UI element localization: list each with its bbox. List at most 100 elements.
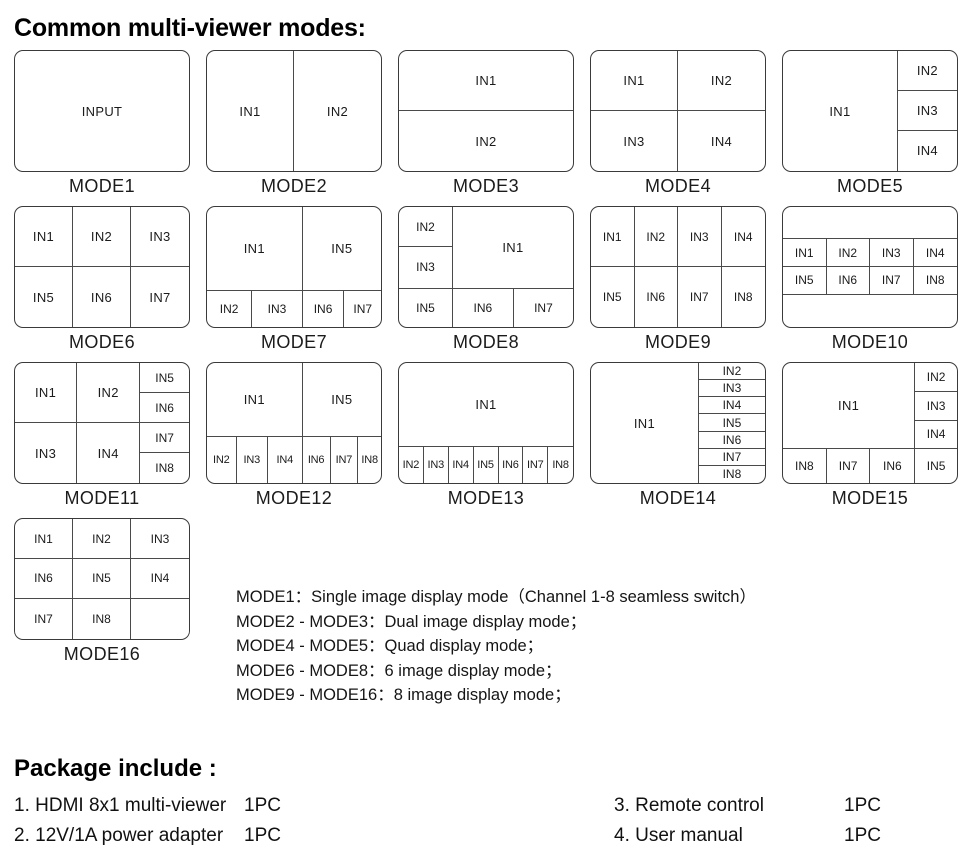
mode-cell-mode9: IN1 IN2 IN3 IN4 IN5 IN6 IN7 IN8 MODE9 [590, 206, 766, 353]
pane-in6: IN6 [73, 267, 131, 327]
pane-in3: IN3 [252, 291, 303, 327]
pane-letterbox-bottom [783, 295, 957, 327]
pane-in5: IN5 [698, 414, 765, 432]
mode11-diagram: IN1 IN2 IN3 IN4 IN5 IN6 IN7 IN8 [14, 362, 190, 484]
pane-in4: IN4 [449, 447, 474, 483]
mode-cell-mode1: INPUT MODE1 [14, 50, 190, 197]
mode3-diagram: IN1 IN2 [398, 50, 574, 172]
mode6-diagram: IN1 IN2 IN3 IN5 IN6 IN7 [14, 206, 190, 328]
pane-in5: IN5 [331, 392, 353, 408]
pane-input: INPUT [81, 103, 123, 119]
pane-in6: IN6 [140, 393, 189, 423]
pane-in2: IN2 [897, 51, 957, 91]
mode10-label: MODE10 [831, 332, 909, 352]
package-item-name: 4. User manual [614, 825, 743, 846]
pane-in2: IN2 [399, 447, 424, 483]
pane-in3: IN3 [15, 423, 78, 483]
mode-cell-mode11: IN1 IN2 IN3 IN4 IN5 IN6 IN7 IN8 MODE11 [14, 362, 190, 509]
package-column-right: 3. Remote control 1PC 4. User manual 1PC [614, 791, 924, 851]
pane-in3: IN3 [915, 392, 957, 421]
pane-in6: IN6 [635, 267, 678, 327]
pane-in1: IN1 [207, 363, 303, 437]
description-line-3: MODE4 - MODE5：Quad display mode； [236, 637, 544, 655]
package-item-qty: 1PC [844, 825, 881, 846]
pane-in8: IN8 [155, 461, 174, 475]
pane-in8: IN8 [361, 454, 378, 467]
pane-in7: IN7 [870, 266, 914, 294]
pane-in1: IN1 [399, 363, 573, 447]
pane-in7: IN7 [15, 598, 73, 639]
mode8-label: MODE8 [452, 332, 519, 352]
pane-in6: IN6 [15, 559, 73, 598]
mode3-label: MODE3 [452, 176, 519, 196]
mode-cell-mode12: IN1 IN5 IN2 IN3 IN4 IN6 IN7 IN8 MODE12 [206, 362, 382, 509]
pane-in4: IN4 [710, 133, 733, 149]
pane-in4: IN4 [698, 397, 765, 415]
mode-cell-mode13: IN1 IN2 IN3 IN4 IN5 IN6 IN7 IN8 MODE13 [398, 362, 574, 509]
pane-in3: IN3 [698, 380, 765, 398]
mode9-diagram: IN1 IN2 IN3 IN4 IN5 IN6 IN7 IN8 [590, 206, 766, 328]
package-item: 3. Remote control 1PC [614, 791, 924, 821]
pane-in1: IN1 [15, 519, 73, 558]
package-item: 4. User manual 1PC [614, 821, 924, 851]
package-table: 1. HDMI 8x1 multi-viewer 1PC 2. 12V/1A p… [0, 783, 969, 851]
package-item: 2. 12V/1A power adapter 1PC [14, 821, 614, 851]
mode-descriptions: MODE1：Single image display mode（Channel … [236, 585, 936, 708]
pane-in3: IN3 [416, 260, 435, 275]
pane-in6: IN6 [827, 266, 870, 294]
pane-in4: IN4 [97, 445, 119, 461]
pane-in4: IN4 [916, 143, 938, 159]
pane-in8: IN8 [783, 449, 827, 483]
mode-row-4: IN1 IN2 IN3 IN6 IN5 IN4 IN7 IN8 MODE16 [0, 518, 969, 665]
mode-cell-mode8: IN2 IN3 IN1 IN5 IN6 IN7 MODE8 [398, 206, 574, 353]
pane-in4: IN4 [150, 571, 170, 586]
modes-diagram-area: INPUT MODE1 IN1 IN2 MODE2 IN1 IN2 MODE3 … [0, 43, 969, 665]
pane-in2: IN2 [915, 363, 957, 392]
mode15-diagram: IN1 IN8 IN7 IN6 IN2 IN3 IN4 IN5 [782, 362, 958, 484]
pane-in3: IN3 [897, 91, 957, 131]
pane-in1: IN1 [783, 51, 898, 171]
pane-in4: IN4 [268, 437, 303, 483]
mode1-diagram: INPUT [14, 50, 190, 172]
package-item-qty: 1PC [244, 825, 281, 846]
mode12-label: MODE12 [255, 488, 333, 508]
pane-in7: IN7 [523, 447, 549, 483]
mode5-diagram: IN1 IN2 IN3 IN4 [782, 50, 958, 172]
pane-in5: IN5 [73, 559, 131, 598]
mode-cell-mode4: IN1 IN2 IN3 IN4 MODE4 [590, 50, 766, 197]
pane-in8: IN8 [552, 459, 569, 471]
pane-in5: IN5 [331, 241, 353, 256]
pane-in2: IN2 [73, 207, 131, 266]
mode11-label: MODE11 [64, 488, 140, 508]
pane-in3: IN3 [424, 447, 449, 483]
pane-in2: IN2 [97, 385, 119, 400]
pane-in2: IN2 [326, 103, 349, 119]
mode7-label: MODE7 [260, 332, 327, 352]
description-line-4: MODE6 - MODE8：6 image display mode； [236, 661, 562, 680]
description-line-2: MODE2 - MODE3：Dual image display mode； [236, 612, 587, 631]
package-item-name: 3. Remote control [614, 795, 764, 816]
pane-in5: IN5 [783, 266, 827, 294]
mode1-label: MODE1 [68, 176, 135, 196]
pane-in7: IN7 [534, 300, 553, 315]
mode6-label: MODE6 [68, 332, 135, 352]
mode-row-1: INPUT MODE1 IN1 IN2 MODE2 IN1 IN2 MODE3 … [0, 50, 969, 197]
pane-in3: IN3 [150, 531, 170, 546]
pane-in2: IN2 [207, 437, 237, 483]
pane-in3: IN3 [149, 229, 171, 244]
pane-in5: IN5 [591, 267, 635, 327]
package-item-name: 1. HDMI 8x1 multi-viewer [14, 795, 227, 816]
pane-in5: IN5 [474, 447, 499, 483]
pane-in2: IN2 [698, 363, 765, 381]
pane-in2: IN2 [73, 519, 131, 558]
pane-in1: IN1 [783, 239, 827, 266]
pane-in8: IN8 [73, 598, 131, 639]
pane-in1: IN1 [783, 363, 915, 450]
package-column-left: 1. HDMI 8x1 multi-viewer 1PC 2. 12V/1A p… [14, 791, 614, 851]
mode2-diagram: IN1 IN2 [206, 50, 382, 172]
mode14-diagram: IN1 IN2 IN3 IN4 IN5 IN6 IN7 IN8 [590, 362, 766, 484]
pane-in7: IN7 [149, 289, 171, 305]
description-line-5: MODE9 - MODE16：8 image display mode； [236, 686, 571, 704]
pane-in2: IN2 [827, 239, 870, 266]
pane-in5: IN5 [926, 459, 946, 474]
